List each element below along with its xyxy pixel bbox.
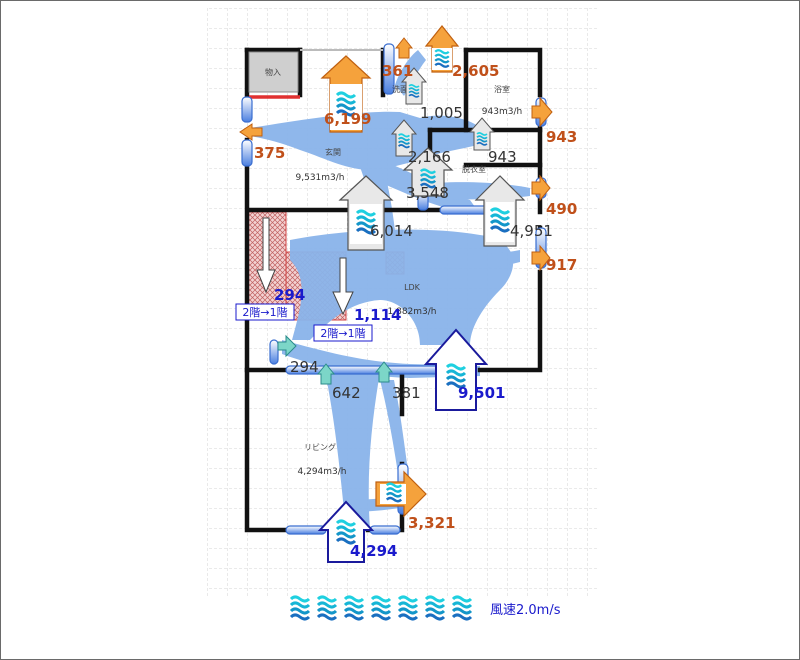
flow-2605: 2,605 <box>452 62 499 80</box>
flow-4294: 4,294 <box>350 542 397 560</box>
downflow-arrow-right <box>332 257 354 316</box>
room-entrance-flow: 9,531m3/h <box>296 173 345 183</box>
svg-text:2階→1階: 2階→1階 <box>320 326 365 340</box>
svg-text:2階→1階: 2階→1階 <box>242 305 287 319</box>
arrow-490-right <box>531 174 551 202</box>
tag-2f-to-1f-right: 2階→1階 <box>313 324 373 342</box>
room-ldk-flow: 1,882m3/h <box>388 307 437 317</box>
arrow-917-right <box>531 244 551 272</box>
flow-1005: 1,005 <box>420 104 463 122</box>
arrow-3548-up <box>402 147 454 197</box>
flow-642: 642 <box>332 384 361 402</box>
room-toilet-label: 洗面 <box>392 84 408 94</box>
flow-361: 361 <box>382 62 413 80</box>
room-bath-label: 浴室 <box>494 84 510 94</box>
flow-943-in: 943 <box>488 148 517 166</box>
arrow-943-in <box>468 117 496 151</box>
room-ldk-label: LDK <box>404 283 421 292</box>
arrow-294-right <box>277 334 297 358</box>
arrow-361-up <box>394 37 414 59</box>
arrow-6014-up <box>338 175 394 251</box>
room-living-flow: 4,294m3/h <box>298 467 347 477</box>
legend-label: 風速2.0m/s <box>490 603 561 618</box>
tag-2f-to-1f-left: 2階→1階 <box>235 303 295 321</box>
arrow-375-left <box>239 123 263 141</box>
flow-9501: 9,501 <box>458 384 505 402</box>
room-living-label: リビング <box>304 442 336 452</box>
flow-6014: 6,014 <box>370 222 413 240</box>
downflow-arrow-left <box>256 217 276 294</box>
flow-3548: 3,548 <box>406 184 449 202</box>
flow-3321: 3,321 <box>408 514 455 532</box>
arrow-4294-up <box>317 500 375 563</box>
flow-917: 917 <box>546 256 577 274</box>
flow-294-black: 294 <box>290 358 319 376</box>
flow-2166: 2,166 <box>408 148 451 166</box>
arrow-943-right <box>531 96 553 128</box>
room-storage-label: 物入 <box>265 67 281 77</box>
arrow-381-up <box>374 361 394 383</box>
flow-4951: 4,951 <box>510 222 553 240</box>
arrow-4951-up <box>474 175 526 247</box>
room-bath-flow: 943m3/h <box>482 107 522 117</box>
wind-speed-legend: 風速2.0m/s <box>289 595 561 621</box>
arrow-642-up <box>316 363 336 385</box>
flow-1114: 1,114 <box>354 306 401 324</box>
room-dressing-label: 脱衣室 <box>462 164 486 174</box>
arrow-9501-up <box>423 328 489 411</box>
arrow-2605-up <box>424 25 460 73</box>
flow-294-blue: 294 <box>274 286 305 304</box>
flow-6199: 6,199 <box>324 110 371 128</box>
flow-943-out: 943 <box>546 128 577 146</box>
storage-closet <box>248 51 299 93</box>
legend-wave-icon <box>289 595 473 621</box>
arrow-3321-right <box>375 470 427 518</box>
arrow-6199-up <box>320 55 372 133</box>
flow-381: 381 <box>392 384 421 402</box>
arrow-1005-up <box>400 67 428 105</box>
arrow-2166-up <box>390 119 418 157</box>
room-entrance-label: 玄関 <box>325 147 341 157</box>
flow-490: 490 <box>546 200 577 218</box>
flow-375: 375 <box>254 144 285 162</box>
